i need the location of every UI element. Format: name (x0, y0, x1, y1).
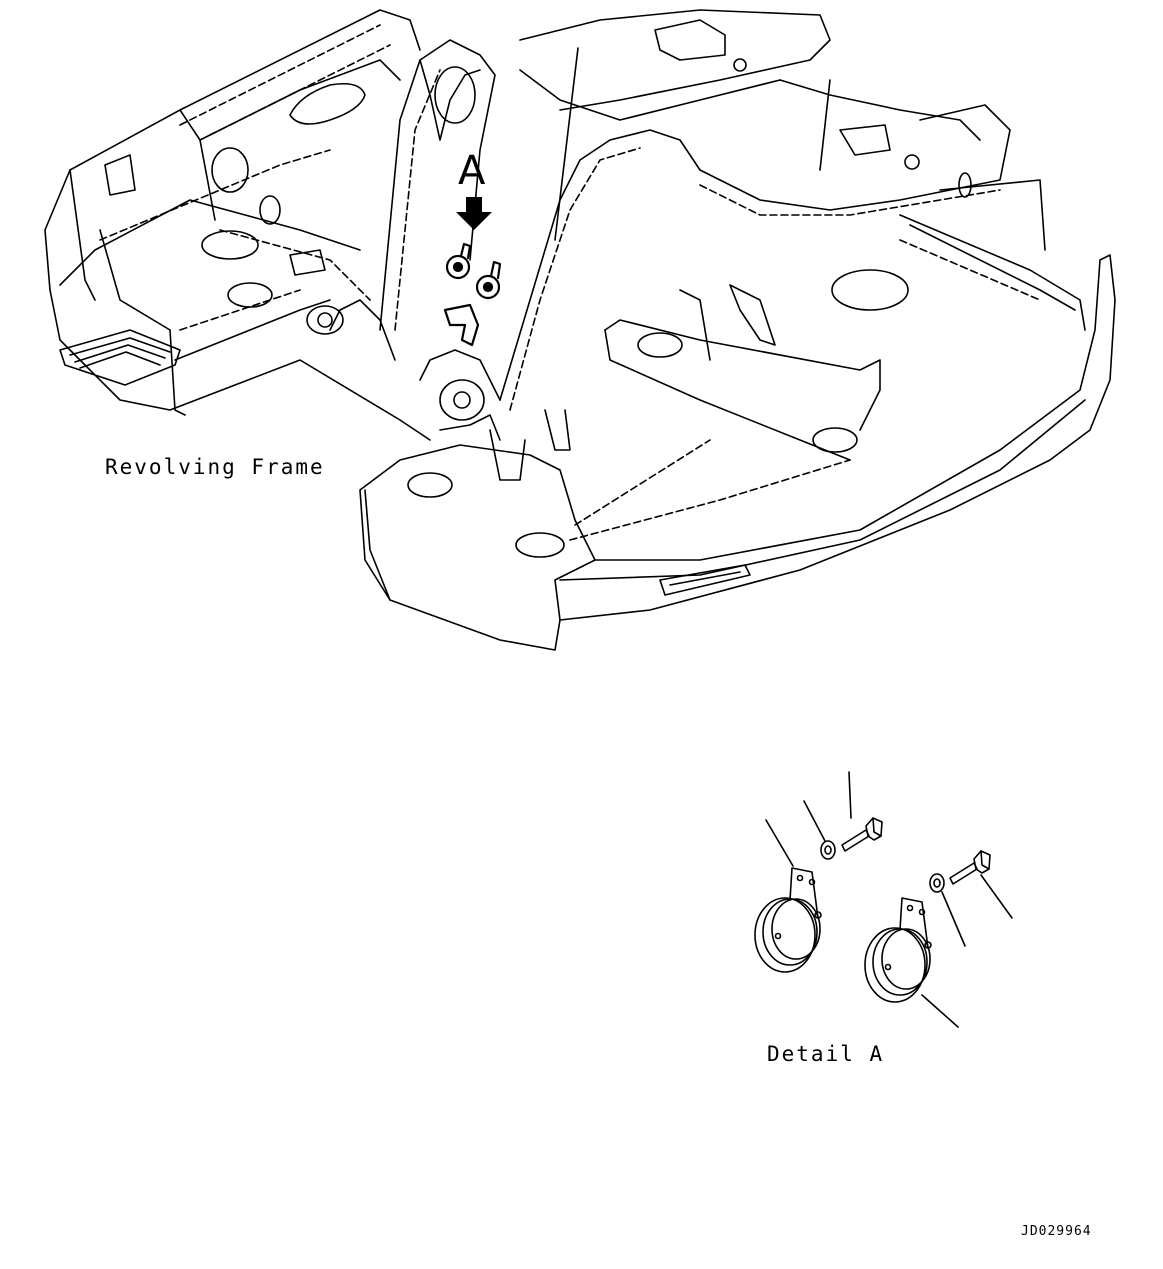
horn-location-main (443, 242, 502, 347)
boom-mount (306, 39, 701, 481)
revolving-frame (44, 9, 1116, 651)
bolt-2 (949, 850, 991, 885)
leader-line-bolt-2 (980, 874, 1013, 919)
revolving-frame-caption: Revolving Frame (105, 455, 325, 479)
view-arrow-icon (456, 197, 492, 230)
detail-a-caption: Detail A (767, 1042, 885, 1066)
leader-line-washer-1 (803, 800, 826, 842)
leader-line-main (554, 47, 579, 241)
detail-a-diagram (754, 771, 1013, 1028)
left-deck (44, 9, 431, 441)
washer-2 (929, 873, 945, 893)
leader-line-washer-2 (941, 891, 966, 947)
leader-line-bolt-1 (848, 771, 852, 819)
view-marker-label: A (458, 148, 486, 194)
leader-line-horn-2 (921, 994, 959, 1028)
washer-1 (820, 840, 836, 860)
drawing-code: JD029964 (1021, 1224, 1092, 1239)
horn-1 (754, 867, 822, 973)
bolt-1 (841, 817, 883, 852)
horn-2 (864, 897, 932, 1003)
leader-line-horn-1 (765, 819, 794, 867)
right-frame (359, 9, 1116, 651)
